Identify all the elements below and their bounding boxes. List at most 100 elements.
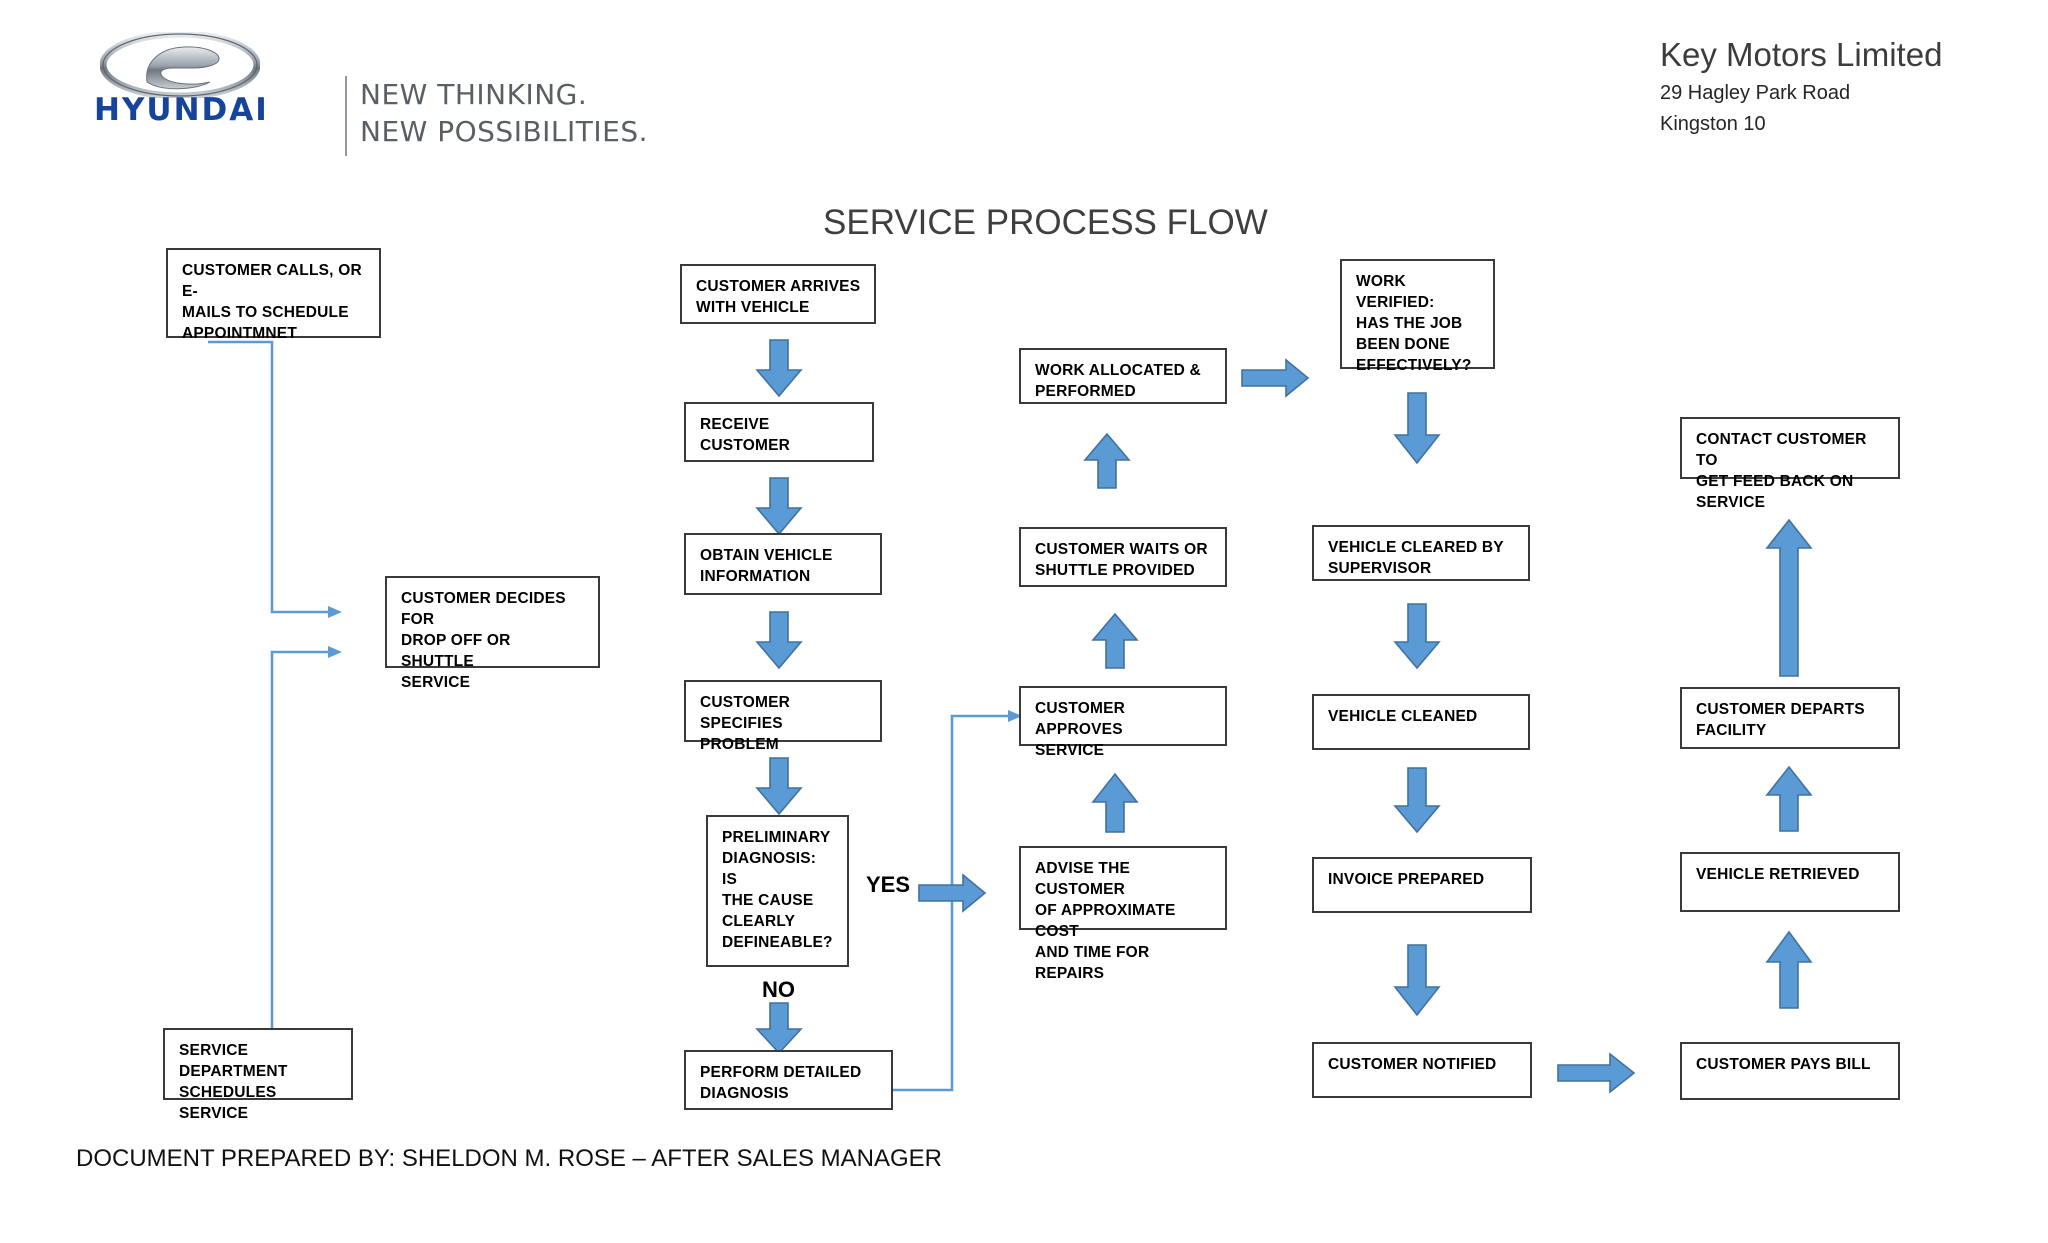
- node-line: WITH VEHICLE: [696, 299, 810, 316]
- node-work-verified[interactable]: WORK VERIFIED: HAS THE JOB BEEN DONE EFF…: [1340, 259, 1495, 374]
- node-line: PRELIMINARY: [722, 829, 831, 846]
- node-preliminary-diagnosis[interactable]: PRELIMINARY DIAGNOSIS: IS THE CAUSE CLEA…: [706, 815, 849, 967]
- node-line: VEHICLE RETRIEVED: [1696, 866, 1860, 883]
- node-contact-customer-feedback[interactable]: CONTACT CUSTOMER TO GET FEED BACK ON SER…: [1680, 417, 1900, 511]
- node-line: FACILITY: [1696, 722, 1767, 739]
- node-line: CUSTOMER PAYS BILL: [1696, 1056, 1871, 1073]
- node-line: THE CAUSE: [722, 892, 814, 909]
- node-invoice-prepared[interactable]: INVOICE PREPARED: [1312, 857, 1532, 913]
- hyundai-emblem-icon: [100, 32, 260, 98]
- hyundai-tagline: NEW THINKING. NEW POSSIBILITIES.: [360, 76, 648, 150]
- node-obtain-vehicle-information[interactable]: OBTAIN VEHICLE INFORMATION: [684, 533, 882, 595]
- node-advise-customer-cost-time[interactable]: ADVISE THE CUSTOMER OF APPROXIMATE COST …: [1019, 846, 1227, 982]
- arrow-right-allocated-to-verified: [1241, 358, 1310, 398]
- arrow-up-waits-to-work-allocated: [1083, 432, 1131, 490]
- arrow-up-departs-to-contact: [1765, 518, 1813, 678]
- company-address-line-2: Kingston 10: [1660, 113, 1766, 135]
- connector-schedules-to-decides: [160, 630, 420, 1050]
- arrow-up-pays-bill-to-retrieved: [1765, 930, 1813, 1010]
- node-line: CUSTOMER DECIDES FOR: [401, 590, 566, 628]
- node-line: AND TIME FOR REPAIRS: [1035, 944, 1150, 982]
- node-line: APPOINTMNET: [182, 325, 298, 342]
- node-line: VEHICLE CLEARED BY: [1328, 539, 1504, 556]
- node-line: CUSTOMER WAITS OR: [1035, 541, 1208, 558]
- node-customer-arrives[interactable]: CUSTOMER ARRIVES WITH VEHICLE: [680, 264, 876, 324]
- node-line: PROBLEM: [700, 736, 779, 753]
- node-perform-detailed-diagnosis[interactable]: PERFORM DETAILED DIAGNOSIS: [684, 1050, 893, 1110]
- logo-divider: [345, 76, 347, 156]
- node-customer-pays-bill[interactable]: CUSTOMER PAYS BILL: [1680, 1042, 1900, 1100]
- node-line: BEEN DONE: [1356, 336, 1450, 353]
- node-line: SERVICE: [1035, 742, 1105, 759]
- hyundai-logo: HYUNDAI NEW THINKING. NEW POSSIBILITIES.: [92, 30, 648, 156]
- node-line: HAS THE JOB: [1356, 315, 1463, 332]
- arrow-down-specifies-to-preliminary: [755, 757, 803, 816]
- connector-calls-to-decides: [160, 330, 420, 660]
- node-line: PERFORMED: [1035, 383, 1136, 400]
- arrow-down-cleared-to-cleaned: [1393, 603, 1441, 670]
- node-customer-specifies-problem[interactable]: CUSTOMER SPECIFIES PROBLEM: [684, 680, 882, 753]
- node-line: SHUTTLE PROVIDED: [1035, 562, 1195, 579]
- document-footer: DOCUMENT PREPARED BY: SHELDON M. ROSE – …: [76, 1145, 942, 1172]
- node-line: GET FEED BACK ON SERVICE: [1696, 473, 1854, 511]
- node-line: DEFINEABLE?: [722, 934, 833, 951]
- node-line: OF APPROXIMATE COST: [1035, 902, 1176, 940]
- node-line: DIAGNOSIS: IS: [722, 850, 817, 888]
- node-line: SUPERVISOR: [1328, 560, 1432, 577]
- page-title: SERVICE PROCESS FLOW: [823, 203, 1268, 242]
- arrow-up-retrieved-to-departs: [1765, 765, 1813, 833]
- arrow-down-obtain-to-specifies: [755, 611, 803, 670]
- arrow-right-preliminary-yes: [918, 873, 987, 913]
- node-line: PERFORM DETAILED: [700, 1064, 862, 1081]
- node-line: SCHEDULES SERVICE: [179, 1084, 277, 1122]
- node-vehicle-retrieved[interactable]: VEHICLE RETRIEVED: [1680, 852, 1900, 912]
- node-line: SERVICE: [401, 674, 471, 691]
- node-receive-customer[interactable]: RECEIVE CUSTOMER: [684, 402, 874, 462]
- company-address-line-1: 29 Hagley Park Road: [1660, 82, 1851, 104]
- arrow-right-notified-to-pays-bill: [1557, 1052, 1636, 1094]
- node-customer-waits-or-shuttle[interactable]: CUSTOMER WAITS OR SHUTTLE PROVIDED: [1019, 527, 1227, 587]
- arrow-down-receive-to-obtain: [755, 477, 803, 536]
- node-customer-notified[interactable]: CUSTOMER NOTIFIED: [1312, 1042, 1532, 1098]
- node-customer-departs-facility[interactable]: CUSTOMER DEPARTS FACILITY: [1680, 687, 1900, 749]
- node-line: CUSTOMER NOTIFIED: [1328, 1056, 1497, 1073]
- node-service-department-schedules[interactable]: SERVICE DEPARTMENT SCHEDULES SERVICE: [163, 1028, 353, 1122]
- arrow-down-verified-to-cleared: [1393, 392, 1441, 465]
- node-customer-approves-service[interactable]: CUSTOMER APPROVES SERVICE: [1019, 686, 1227, 759]
- node-line: MAILS TO SCHEDULE: [182, 304, 349, 321]
- node-line: CONTACT CUSTOMER TO: [1696, 431, 1867, 469]
- node-line: RECEIVE CUSTOMER: [700, 416, 791, 454]
- node-vehicle-cleaned[interactable]: VEHICLE CLEANED: [1312, 694, 1530, 750]
- label-yes: YES: [866, 872, 911, 897]
- node-line: DROP OFF OR SHUTTLE: [401, 632, 511, 670]
- arrow-down-arrives-to-receive: [755, 339, 803, 398]
- node-line: WORK ALLOCATED &: [1035, 362, 1201, 379]
- arrow-up-advise-to-approves: [1091, 772, 1139, 834]
- tagline-line-1: NEW THINKING.: [360, 78, 588, 111]
- label-no: NO: [762, 977, 795, 1002]
- hyundai-wordmark: HYUNDAI: [94, 92, 269, 128]
- node-line: SERVICE DEPARTMENT: [179, 1042, 288, 1080]
- arrow-down-invoice-to-notified: [1393, 944, 1441, 1017]
- node-line: WORK VERIFIED:: [1356, 273, 1435, 311]
- node-line: CUSTOMER DEPARTS: [1696, 701, 1865, 718]
- node-vehicle-cleared-by-supervisor[interactable]: VEHICLE CLEARED BY SUPERVISOR: [1312, 525, 1530, 581]
- node-line: CUSTOMER APPROVES: [1035, 700, 1126, 738]
- arrow-down-cleaned-to-invoice: [1393, 767, 1441, 834]
- node-line: DIAGNOSIS: [700, 1085, 789, 1102]
- node-customer-calls[interactable]: CUSTOMER CALLS, OR E- MAILS TO SCHEDULE …: [166, 248, 381, 342]
- node-work-allocated-performed[interactable]: WORK ALLOCATED & PERFORMED: [1019, 348, 1227, 404]
- arrow-up-approves-to-waits: [1091, 612, 1139, 670]
- node-customer-decides[interactable]: CUSTOMER DECIDES FOR DROP OFF OR SHUTTLE…: [385, 576, 600, 691]
- node-line: ADVISE THE CUSTOMER: [1035, 860, 1131, 898]
- tagline-line-2: NEW POSSIBILITIES.: [360, 115, 649, 148]
- node-line: INFORMATION: [700, 568, 811, 585]
- node-line: VEHICLE CLEANED: [1328, 708, 1478, 725]
- node-line: OBTAIN VEHICLE: [700, 547, 833, 564]
- node-line: CUSTOMER ARRIVES: [696, 278, 861, 295]
- node-line: CUSTOMER SPECIFIES: [700, 694, 791, 732]
- node-line: CLEARLY: [722, 913, 796, 930]
- company-name: Key Motors Limited: [1660, 36, 1943, 73]
- node-line: INVOICE PREPARED: [1328, 871, 1485, 888]
